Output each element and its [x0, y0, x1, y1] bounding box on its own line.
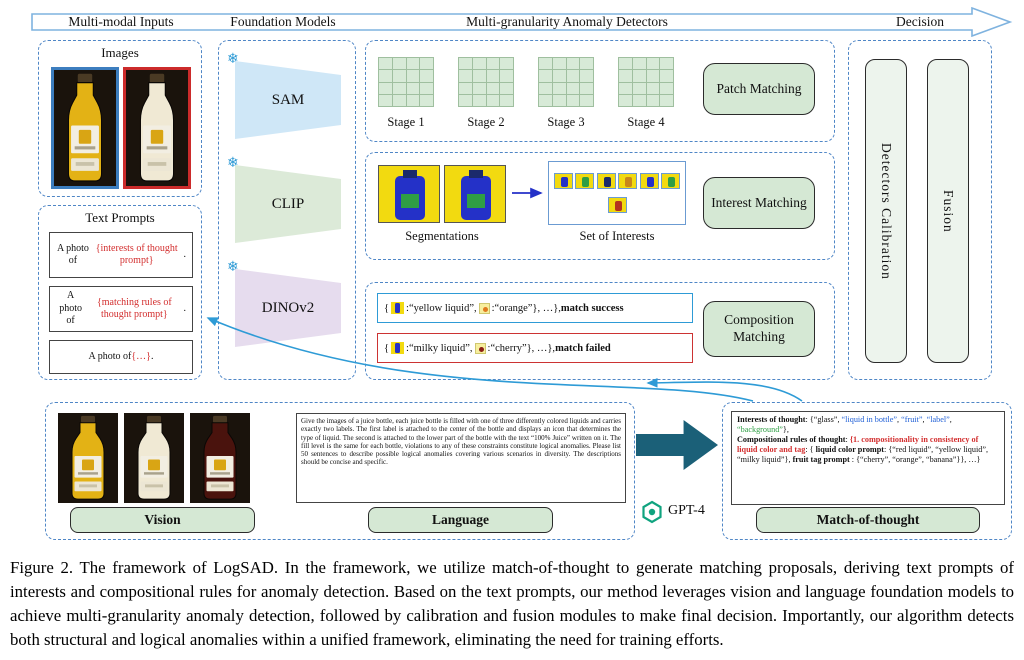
- model-sam: SAM: [235, 61, 341, 139]
- vision-button: Vision: [70, 507, 255, 533]
- interest-matching-button: Interest Matching: [703, 177, 815, 229]
- to-gpt-arrow: [636, 420, 718, 470]
- patch-matching-button: Patch Matching: [703, 63, 815, 115]
- seg-icon: [391, 342, 405, 354]
- segmented-cap-shape: [403, 170, 417, 178]
- text-prompts-title: Text Prompts: [85, 210, 155, 225]
- text-prompts-panel: Text Prompts A photo of {interests of th…: [38, 205, 202, 380]
- snowflake-icon: ❄: [227, 259, 239, 275]
- input-image-anomalous: [123, 67, 191, 189]
- model-sam-label: SAM: [271, 91, 305, 108]
- prompt-matching-rules: A photo of {matching rules of thought pr…: [49, 286, 193, 332]
- match-of-thought-text: Interests of thought: {“glass”, “liquid …: [731, 411, 1005, 505]
- set-of-interests-label: Set of Interests: [579, 229, 655, 243]
- model-clip: CLIP: [235, 165, 341, 243]
- banner-label-anomaly-detectors: Multi-granularity Anomaly Detectors: [466, 14, 668, 29]
- composition-matching-panel: { :“yellow liquid”, :“orange”}, …}, matc…: [365, 282, 835, 380]
- vision-language-panel: Vision Give the images of a juice bottle…: [45, 402, 635, 540]
- patch-grid-stage2: [458, 57, 514, 107]
- detectors-calibration-box: Detectors Calibration: [865, 59, 907, 363]
- gpt-logo-icon: [642, 500, 662, 524]
- snowflake-icon: ❄: [227, 51, 239, 67]
- snowflake-icon: ❄: [227, 155, 239, 171]
- composition-matching-button: Composition Matching: [703, 301, 815, 357]
- language-prompt-text: Give the images of a juice bottle, each …: [296, 413, 626, 503]
- segmentations-label: Segmentations: [405, 229, 479, 243]
- stage2-label: Stage 2: [467, 115, 505, 129]
- match-of-thought-button: Match-of-thought: [756, 507, 980, 533]
- patch2-icon: [474, 342, 486, 354]
- language-button: Language: [368, 507, 553, 533]
- interest-tile: [607, 197, 627, 214]
- images-panel: Images: [38, 40, 202, 197]
- pipeline-arrow: [31, 7, 1013, 37]
- patch-grid-stage1: [378, 57, 434, 107]
- model-clip-label: CLIP: [271, 195, 305, 212]
- model-dinov2: DINOv2: [235, 269, 341, 347]
- segmentation-image: [444, 165, 506, 223]
- interest-matching-panel: Segmentations Set of Interests Interest …: [365, 152, 835, 260]
- interest-tile: [596, 172, 616, 189]
- gpt-label: GPT-4: [668, 503, 705, 518]
- interest-tile: [553, 172, 573, 189]
- vision-image-milky: [124, 413, 184, 503]
- patch-grid-stage4: [618, 57, 674, 107]
- vision-image-yellow: [58, 413, 118, 503]
- banner-label-multimodal-inputs: Multi-modal Inputs: [68, 14, 174, 29]
- figure-caption: Figure 2. The framework of LogSAD. In th…: [10, 558, 1014, 649]
- input-image-normal: [51, 67, 119, 189]
- stage3-label: Stage 3: [547, 115, 585, 129]
- match-of-thought-panel: Interests of thought: {“glass”, “liquid …: [722, 402, 1012, 540]
- segmented-label-shape: [401, 194, 419, 208]
- prompt-interests: A photo of {interests of thought prompt}…: [49, 232, 193, 278]
- set-of-interests-grid: [548, 161, 686, 225]
- stage4-label: Stage 4: [627, 115, 665, 129]
- patch-grid-stage3: [538, 57, 594, 107]
- model-dinov2-label: DINOv2: [261, 299, 315, 316]
- patch-icon: [478, 302, 490, 314]
- segmented-cap-shape: [469, 170, 483, 178]
- composition-success-row: { :“yellow liquid”, :“orange”}, …}, matc…: [377, 293, 693, 323]
- segmentation-image: [378, 165, 440, 223]
- interest-tile: [639, 172, 659, 189]
- foundation-models-panel: SAM ❄ CLIP ❄ DINOv2 ❄: [218, 40, 356, 380]
- patch-matching-panel: Stage 1 Stage 2 Stage 3 Stage 4 Patch Ma…: [365, 40, 835, 142]
- vision-image-red: [190, 413, 250, 503]
- prompt-generic: A photo of {…}.: [49, 340, 193, 374]
- banner-label-decision: Decision: [896, 14, 944, 29]
- interest-tile: [575, 172, 595, 189]
- banner-label-foundation-models: Foundation Models: [230, 14, 336, 29]
- images-panel-title: Images: [101, 45, 139, 60]
- composition-failed-row: { :“milky liquid”, :“cherry”}, …}, match…: [377, 333, 693, 363]
- seg-icon: [391, 302, 405, 314]
- segmented-label-shape: [467, 194, 485, 208]
- decision-panel: Detectors Calibration Fusion: [848, 40, 992, 380]
- interest-tile: [661, 172, 681, 189]
- stage1-label: Stage 1: [387, 115, 425, 129]
- fusion-box: Fusion: [927, 59, 969, 363]
- interest-tile: [618, 172, 638, 189]
